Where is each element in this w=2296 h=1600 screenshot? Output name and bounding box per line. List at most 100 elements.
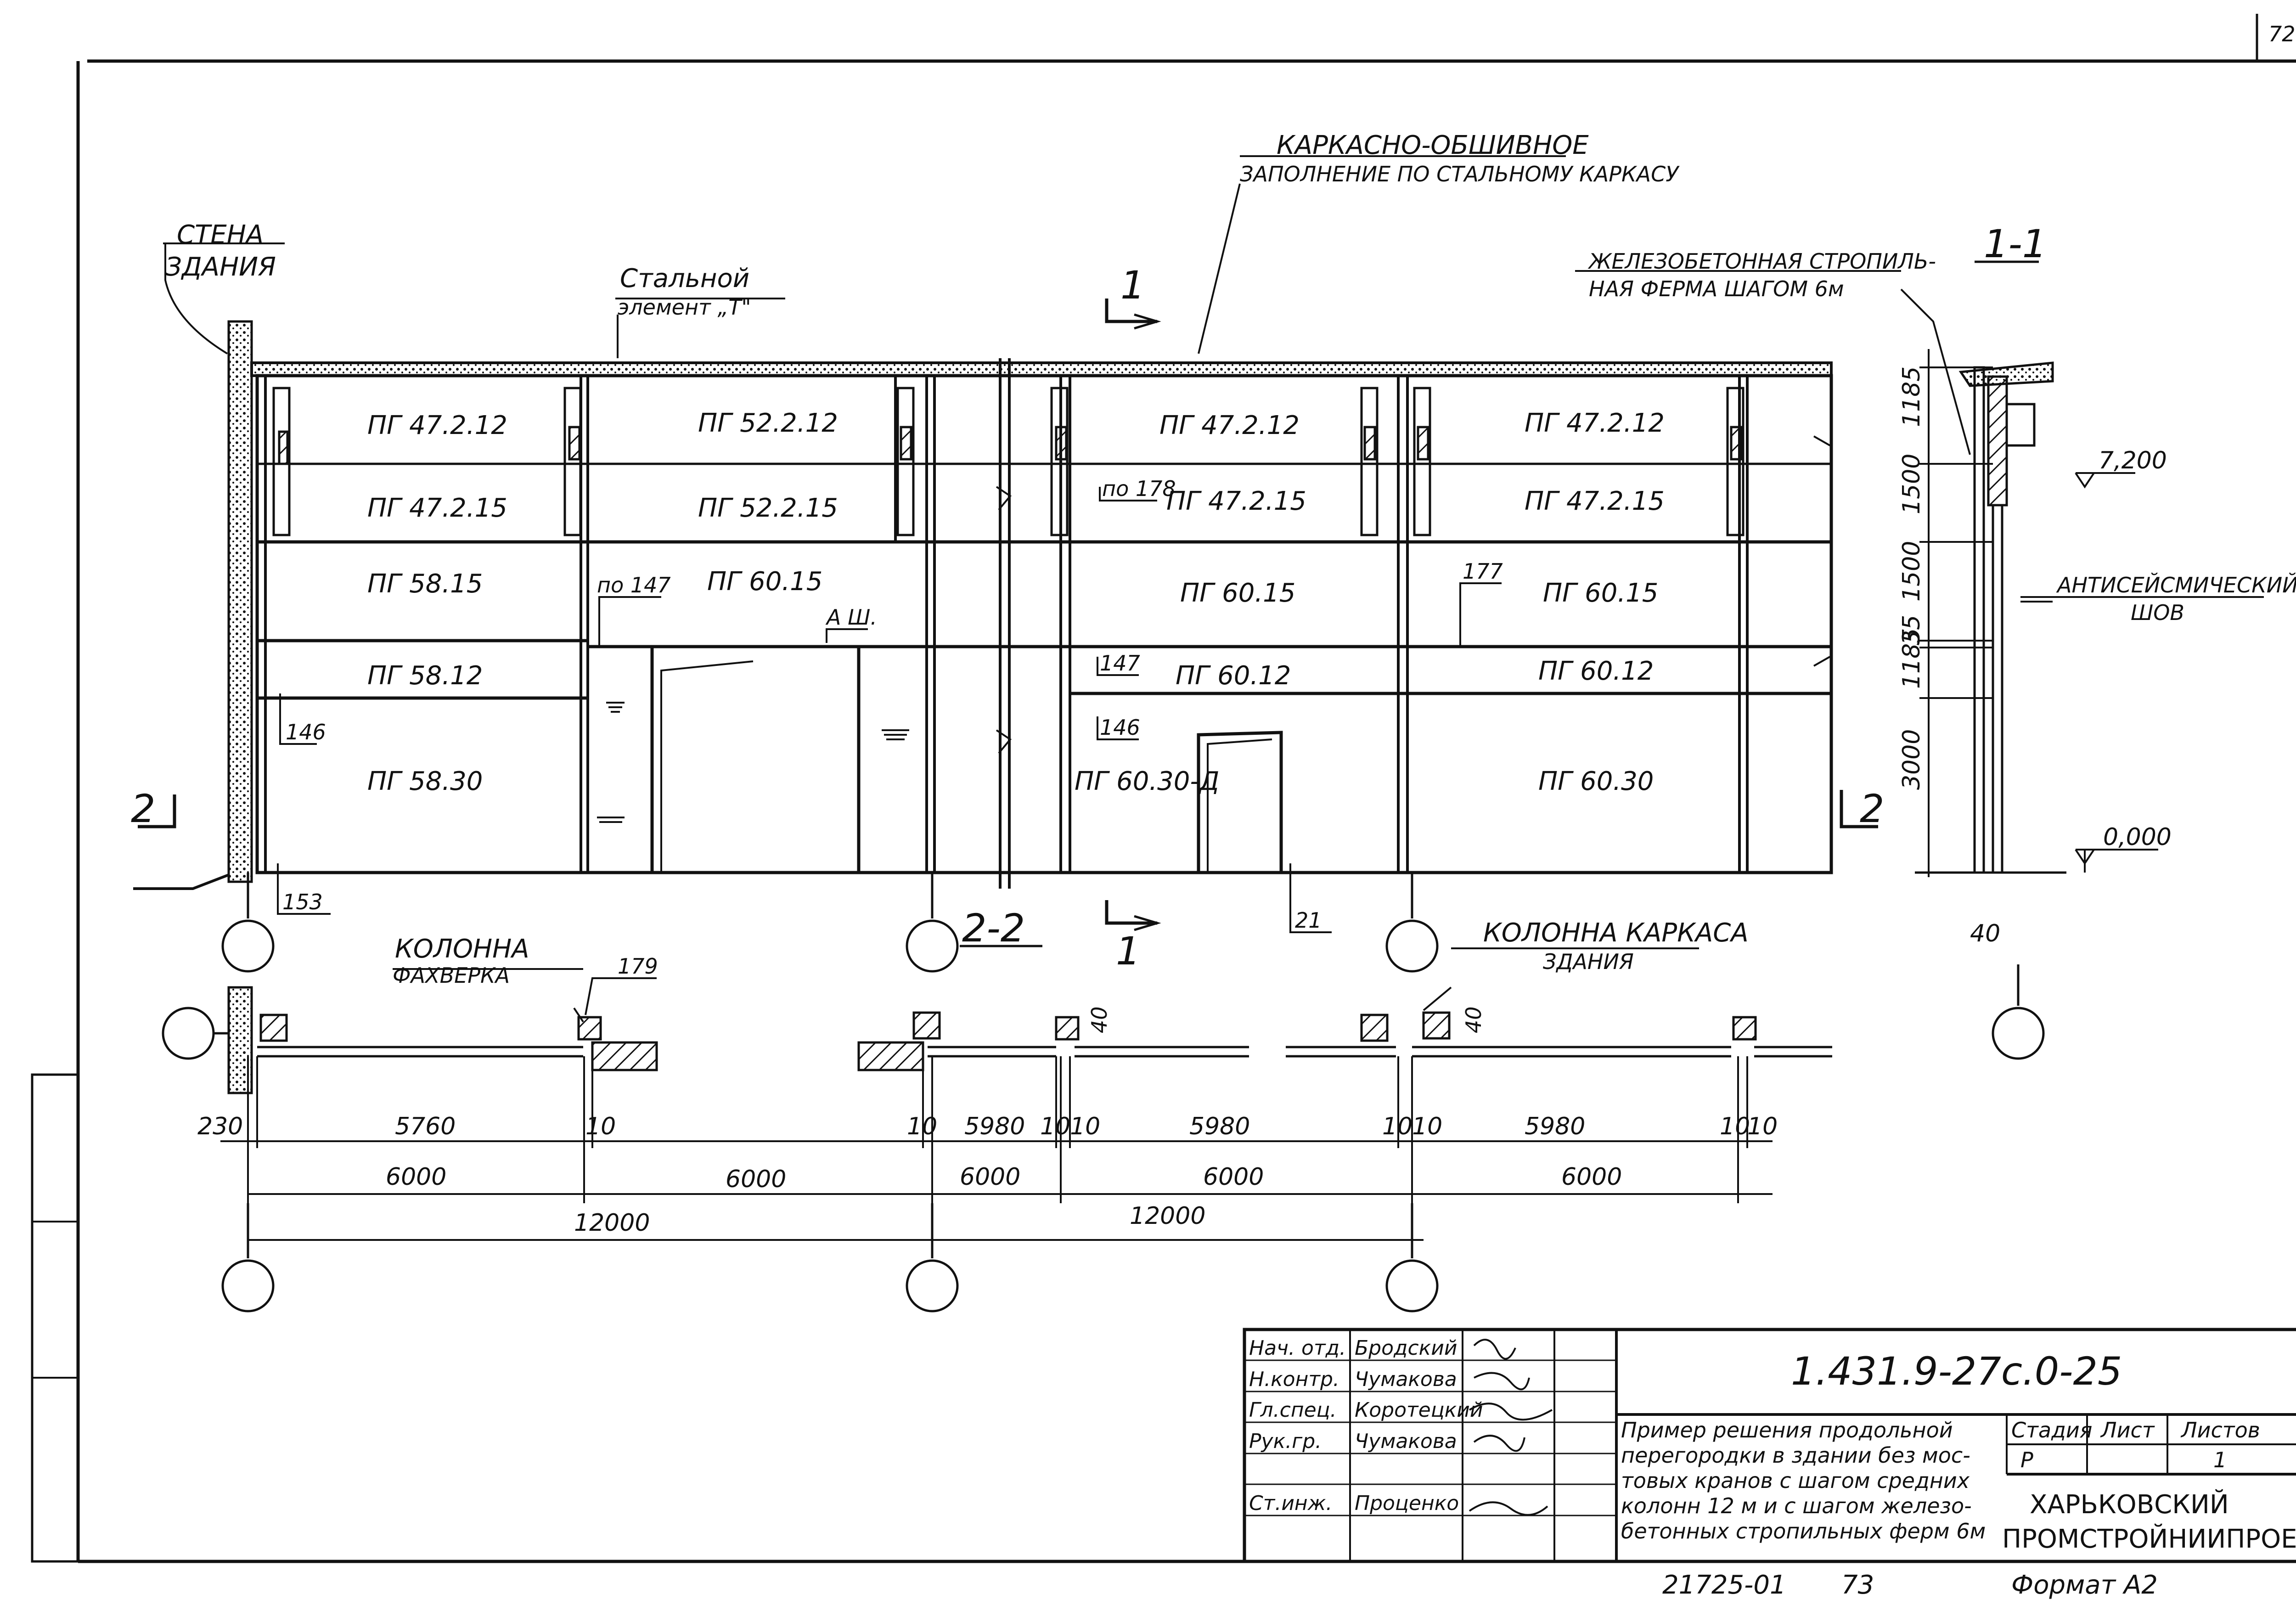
panel-label: ПГ 60.12	[1538, 656, 1654, 686]
section-dimensions: 1185 1500 1500 35 1185 3000 40 7,200 0,0…	[1898, 366, 2172, 947]
plan-view	[227, 986, 1832, 1094]
plan-dim: 10	[585, 1113, 616, 1140]
frame-fill-label: ЗАПОЛНЕНИЕ ПО СТАЛЬНОМУ КАРКАСУ	[1240, 162, 1680, 186]
title-block	[1243, 1328, 2296, 1563]
organization-name: ХАРЬКОВСКИЙ	[2030, 1489, 2229, 1520]
panel-label: ПГ 60.15	[1180, 578, 1295, 608]
plan-dim: 6000	[1561, 1163, 1622, 1191]
steel-t-elements	[272, 387, 1745, 536]
panel-label: ПГ 47.2.12	[367, 411, 507, 440]
person-name: Коротецкий	[1355, 1398, 1483, 1422]
role-label: Гл.спец.	[1249, 1398, 1337, 1422]
gate-inner	[660, 660, 754, 873]
callout-177: 177	[1463, 559, 1503, 584]
wall-label: СТЕНА	[177, 220, 264, 250]
panel-label: ПГ 47.2.15	[1525, 486, 1665, 516]
stage-value: Р	[2020, 1448, 2033, 1472]
section-dim: 35	[1898, 615, 1925, 645]
archive-number: 21725-01	[1662, 1570, 1786, 1600]
callouts: 146 по 147 153 147 146 по 178 177 21 А Ш…	[282, 476, 1503, 933]
person-name: Бродский	[1355, 1336, 1457, 1360]
callout-179: 179	[618, 954, 658, 979]
annotations: СТЕНА ЗДАНИЯ Стальной элемент „Т" КАРКАС…	[165, 130, 2296, 988]
title-description: колонн 12 м и с шагом железо-	[1621, 1493, 1972, 1518]
sheet-header: Лист	[2100, 1418, 2155, 1442]
column-fach-label: ФАХВЕРКА	[393, 963, 510, 988]
plan-note-40: 40	[1461, 1006, 1486, 1033]
column-fach-label: КОЛОННА	[395, 934, 529, 964]
panel-label: ПГ 58.30	[367, 766, 483, 796]
column-frame-label: КОЛОННА КАРКАСА	[1483, 918, 1749, 948]
ground-line	[133, 873, 230, 890]
role-label: Н.контр.	[1249, 1368, 1339, 1391]
level-mark: 7,200	[2099, 447, 2167, 474]
plan-leaders	[585, 977, 657, 1015]
panel-label: ПГ 60.15	[1543, 578, 1658, 608]
section-dim: 1185	[1898, 628, 1925, 689]
panel-joints	[257, 462, 1831, 700]
title-description: перегородки в здании без мос-	[1621, 1443, 1970, 1468]
callout-146: 146	[286, 720, 326, 744]
section-labels: 1 1 2 2 2-2 1-1	[131, 221, 2047, 974]
sheets-value: 1	[2213, 1448, 2227, 1472]
title-block-text: Нач. отд. Н.контр. Гл.спец. Рук.гр. Ст.и…	[1249, 1336, 2296, 1554]
plan-dim: 5980	[964, 1113, 1025, 1140]
section-1-1	[1915, 349, 2158, 877]
plan-dim: 10	[1747, 1113, 1778, 1140]
organization-name: ПРОМСТРОЙНИИПРОЕКТ	[2002, 1524, 2296, 1554]
person-name: Проценко	[1355, 1492, 1459, 1515]
section-dim: 3000	[1898, 729, 1925, 790]
plan-dim: 5760	[395, 1113, 456, 1140]
role-label: Ст.инж.	[1249, 1492, 1332, 1515]
panel-label: ПГ 60.30-Д	[1075, 766, 1219, 796]
column-frame-label: ЗДАНИЯ	[1543, 949, 1634, 974]
panel-label: ПГ 47.2.12	[1159, 411, 1300, 440]
steel-element-label: элемент „Т"	[618, 295, 751, 320]
panel-label: ПГ 47.2.15	[367, 493, 507, 523]
cut-mark-2: 2	[131, 786, 155, 831]
seismic-joint-label: АНТИСЕЙСМИЧЕСКИЙ	[2056, 573, 2296, 597]
panel-label: ПГ 58.15	[367, 569, 483, 599]
bottom-notes: 21725-01 73 Формат А2	[1662, 1570, 2158, 1600]
gate-opening	[650, 645, 861, 873]
plan-dim: 230	[197, 1113, 243, 1140]
stage-header: Стадия	[2011, 1418, 2092, 1442]
drawing-designation: 1.431.9-27с.0-25	[1791, 1349, 2122, 1394]
callout-146: 146	[1100, 715, 1140, 740]
cut-mark-1: 1	[1116, 929, 1140, 974]
plan-dim: 6000	[386, 1163, 446, 1191]
title-description: бетонных стропильных ферм 6м	[1621, 1519, 1986, 1544]
panel-label: ПГ 52.2.15	[698, 493, 838, 523]
panel-label: ПГ 47.2.15	[1166, 486, 1306, 516]
plan-dim: 10	[1720, 1113, 1750, 1140]
truss-label: ЖЕЛЕЗОБЕТОННАЯ СТРОПИЛЬ-	[1587, 249, 1936, 274]
panel-label: ПГ 60.12	[1176, 661, 1291, 691]
section-1-1-title: 1-1	[1984, 221, 2047, 266]
plan-dim: 12000	[574, 1209, 650, 1237]
panel-label: ПГ 47.2.12	[1525, 408, 1665, 438]
callout-178: по 178	[1102, 476, 1176, 501]
callout-21: 21	[1295, 908, 1322, 933]
callout-leaders	[277, 487, 1502, 933]
plan-dimensions: 230 5760 10 10 5980 10 10 5980 10 10 598…	[197, 1113, 1778, 1237]
plan-dim: 6000	[1203, 1163, 1264, 1191]
panel-label: ПГ 60.15	[707, 567, 822, 597]
partition-outline	[255, 374, 1833, 874]
door-inner	[1207, 738, 1272, 873]
wall-label: ЗДАНИЯ	[165, 252, 276, 282]
building-wall	[227, 320, 253, 883]
title-description: товых кранов с шагом средних	[1621, 1468, 1970, 1493]
seismic-joint-label: ШОВ	[2131, 600, 2184, 625]
callout-147: 147	[1100, 651, 1140, 676]
steel-element-label: Стальной	[620, 264, 749, 293]
plan-dim: 10	[1040, 1113, 1070, 1140]
section-dim: 1500	[1898, 454, 1925, 514]
person-name: Чумакова	[1355, 1430, 1457, 1453]
frame-fill-label: КАРКАСНО-ОБШИВНОЕ	[1277, 130, 1589, 160]
title-description: Пример решения продольной	[1621, 1418, 1953, 1442]
panel-label: ПГ 60.30	[1538, 766, 1654, 796]
page-number: 73	[1841, 1570, 1874, 1600]
section-dim: 1500	[1898, 541, 1925, 602]
door-opening	[1197, 731, 1283, 873]
